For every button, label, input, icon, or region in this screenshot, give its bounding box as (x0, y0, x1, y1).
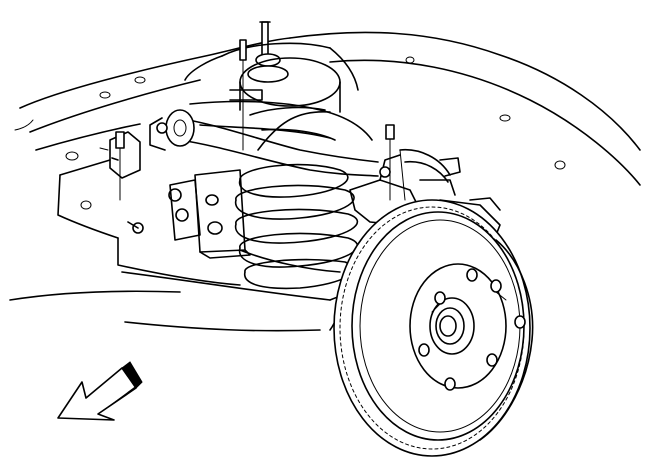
bolt-icon (207, 221, 223, 235)
stud-icon (490, 279, 502, 293)
lower-control-arm (194, 169, 361, 301)
frame-bracket-bolts (99, 131, 201, 241)
bolt-icon (205, 194, 219, 206)
stud-icon (486, 353, 498, 367)
upper-arm-bushing (165, 109, 195, 147)
frame-hole (80, 200, 92, 210)
coil-spring (234, 106, 359, 290)
bolt-icon (115, 131, 125, 149)
bolt-icon (168, 188, 182, 202)
bolt-icon (239, 39, 247, 61)
frame-hole (99, 91, 111, 99)
stud-icon (444, 377, 456, 391)
stud-icon (514, 315, 526, 329)
stud-icon (434, 291, 446, 305)
upper-control-arm (149, 100, 379, 177)
shock-stud (261, 21, 269, 59)
bolt-icon (156, 122, 168, 134)
wheel-studs (418, 268, 526, 391)
brake-hose (399, 149, 461, 196)
frame-hole (499, 114, 511, 122)
shock-absorber-upper-mount (184, 21, 395, 201)
arrow-lower-left-icon (57, 361, 143, 421)
frame-hole (134, 76, 146, 84)
frame-hole (65, 151, 79, 161)
bolt-icon (379, 166, 391, 178)
bolt-icon (385, 124, 395, 140)
stud-icon (466, 268, 478, 282)
stud-icon (418, 343, 430, 357)
bolt-icon (175, 208, 189, 222)
frame-hole (405, 56, 415, 64)
wheel-hub (409, 263, 507, 389)
frame-hole (554, 160, 566, 170)
vehicle-frame (9, 31, 641, 332)
